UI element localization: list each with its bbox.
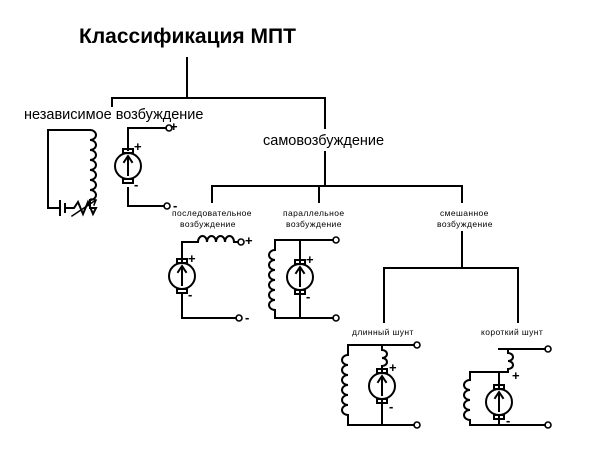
- label-series-line2: возбуждение: [180, 219, 236, 229]
- armature-minus-sign: -: [389, 399, 394, 414]
- label-short-shunt: короткий шунт: [481, 327, 544, 337]
- armature-plus-sign: +: [134, 139, 142, 154]
- armature-plus-sign: +: [512, 368, 520, 383]
- diagram-title: Классификация МПТ: [79, 25, 296, 48]
- label-parallel-line2: возбуждение: [286, 219, 342, 229]
- label-independent-excitation: независимое возбуждение: [24, 107, 204, 123]
- armature-plus-sign: +: [306, 252, 314, 267]
- field-coil: [88, 128, 97, 209]
- label-self-excitation: самовозбуждение: [263, 133, 385, 149]
- terminal-minus-sign: -: [173, 198, 178, 213]
- terminal-plus-sign: +: [170, 119, 178, 134]
- shunt-coil: [268, 239, 276, 319]
- armature-minus-sign: -: [134, 177, 139, 192]
- armature-minus-sign: -: [188, 287, 193, 302]
- rheostat-arrow: [70, 198, 98, 218]
- parallel-excitation-circuit: [268, 236, 340, 322]
- label-long-shunt: длинный шунт: [352, 327, 414, 337]
- long-shunt-circuit: [341, 341, 421, 429]
- label-series-line1: последовательное: [172, 208, 252, 218]
- shunt-coil: [463, 371, 471, 426]
- terminal-plus-sign: +: [245, 233, 253, 248]
- label-parallel-line1: параллельное: [283, 208, 345, 218]
- short-shunt-circuit: [463, 345, 552, 429]
- series-coil: [196, 235, 239, 244]
- series-coil: [498, 348, 514, 373]
- series-coil: [381, 344, 388, 426]
- shunt-coil: [341, 344, 349, 426]
- armature-plus-sign: +: [188, 251, 196, 266]
- label-compound-line1: смешанное: [440, 208, 489, 218]
- armature-plus-sign: +: [389, 360, 397, 375]
- armature-minus-sign: -: [306, 289, 311, 304]
- independent-excitation-circuit: [47, 124, 173, 218]
- tree-connectors: [111, 57, 519, 323]
- label-compound-line2: возбуждение: [437, 219, 493, 229]
- series-excitation-circuit: [168, 235, 245, 322]
- armature-minus-sign: -: [506, 413, 511, 428]
- terminal-minus-sign: -: [245, 310, 250, 325]
